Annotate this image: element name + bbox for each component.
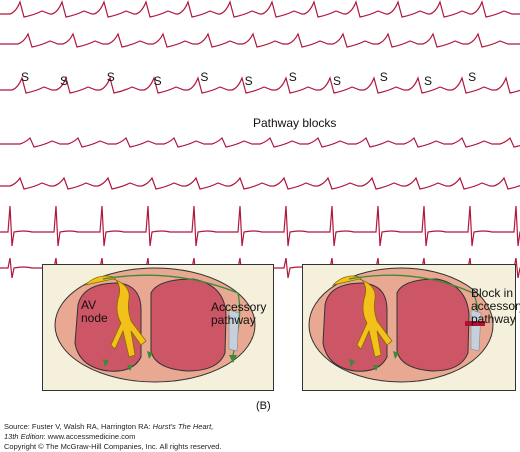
- ecg-strip-6: [0, 205, 520, 247]
- blocked-pathway-route: [348, 274, 479, 318]
- arrow-head-icon: [229, 355, 237, 363]
- block-accessory-label: Block in accessory pathway: [471, 286, 520, 326]
- right-ventricle: [150, 278, 227, 372]
- s-wave-marker: S: [200, 70, 209, 84]
- source-footer: Source: Fuster V, Walsh RA, Harrington R…: [4, 422, 222, 452]
- av-node-label: AV node: [81, 298, 108, 325]
- arrow-head-icon: [127, 365, 133, 371]
- arrow-head-icon: [103, 359, 109, 367]
- right-ventricle: [396, 278, 470, 372]
- heart-diagram-left: [54, 267, 256, 383]
- s-wave-marker: S: [153, 74, 162, 88]
- ecg-strip-4: [0, 136, 520, 148]
- s-wave-marker: S: [20, 70, 30, 84]
- pathway-blocks-label: Pathway blocks: [253, 116, 337, 130]
- block-marker: [465, 321, 485, 326]
- s-wave-marker: S: [423, 74, 433, 88]
- arrow-head-icon: [373, 365, 379, 371]
- accessory-pathway-label: Accessory pathway: [211, 300, 267, 327]
- ecg-strip-3: [0, 76, 520, 94]
- ecg-strip-1: [0, 0, 520, 18]
- arrow-head-icon: [349, 359, 355, 367]
- s-wave-marker: S: [106, 70, 115, 84]
- footer-edition: 13th Edition: [4, 432, 44, 441]
- footer-copyright: Copyright © The McGraw-Hill Companies, I…: [4, 442, 222, 451]
- footer-source: Source: Fuster V, Walsh RA, Harrington R…: [4, 422, 153, 431]
- heart-panel-accessory-pathway: AV node Accessory pathway: [42, 264, 274, 391]
- s-wave-marker: S: [379, 70, 388, 84]
- block-pointer: [474, 322, 486, 326]
- ecg-strip-2: [0, 32, 520, 48]
- heart-panel-blocked-pathway: Block in accessory pathway: [302, 264, 520, 391]
- footer-book-title: Hurst's The Heart,: [152, 422, 214, 431]
- accessory-pathway-band: [228, 309, 240, 352]
- s-wave-marker: S: [59, 74, 69, 88]
- heart-diagram-right: [308, 267, 494, 383]
- panel-caption: (B): [256, 400, 271, 412]
- s-wave-marker: S: [288, 70, 297, 84]
- footer-website: : www.accessmedicine.com: [43, 432, 136, 441]
- accessory-pathway-band: [470, 309, 482, 352]
- arrow-head-icon: [393, 351, 399, 359]
- ecg-strips: [0, 0, 520, 279]
- s-wave-marker: S: [244, 74, 253, 88]
- arrow-head-icon: [147, 351, 153, 359]
- s-wave-marker: S: [332, 74, 342, 88]
- ecg-strip-5: [0, 176, 520, 190]
- s-wave-marker: S: [468, 70, 477, 84]
